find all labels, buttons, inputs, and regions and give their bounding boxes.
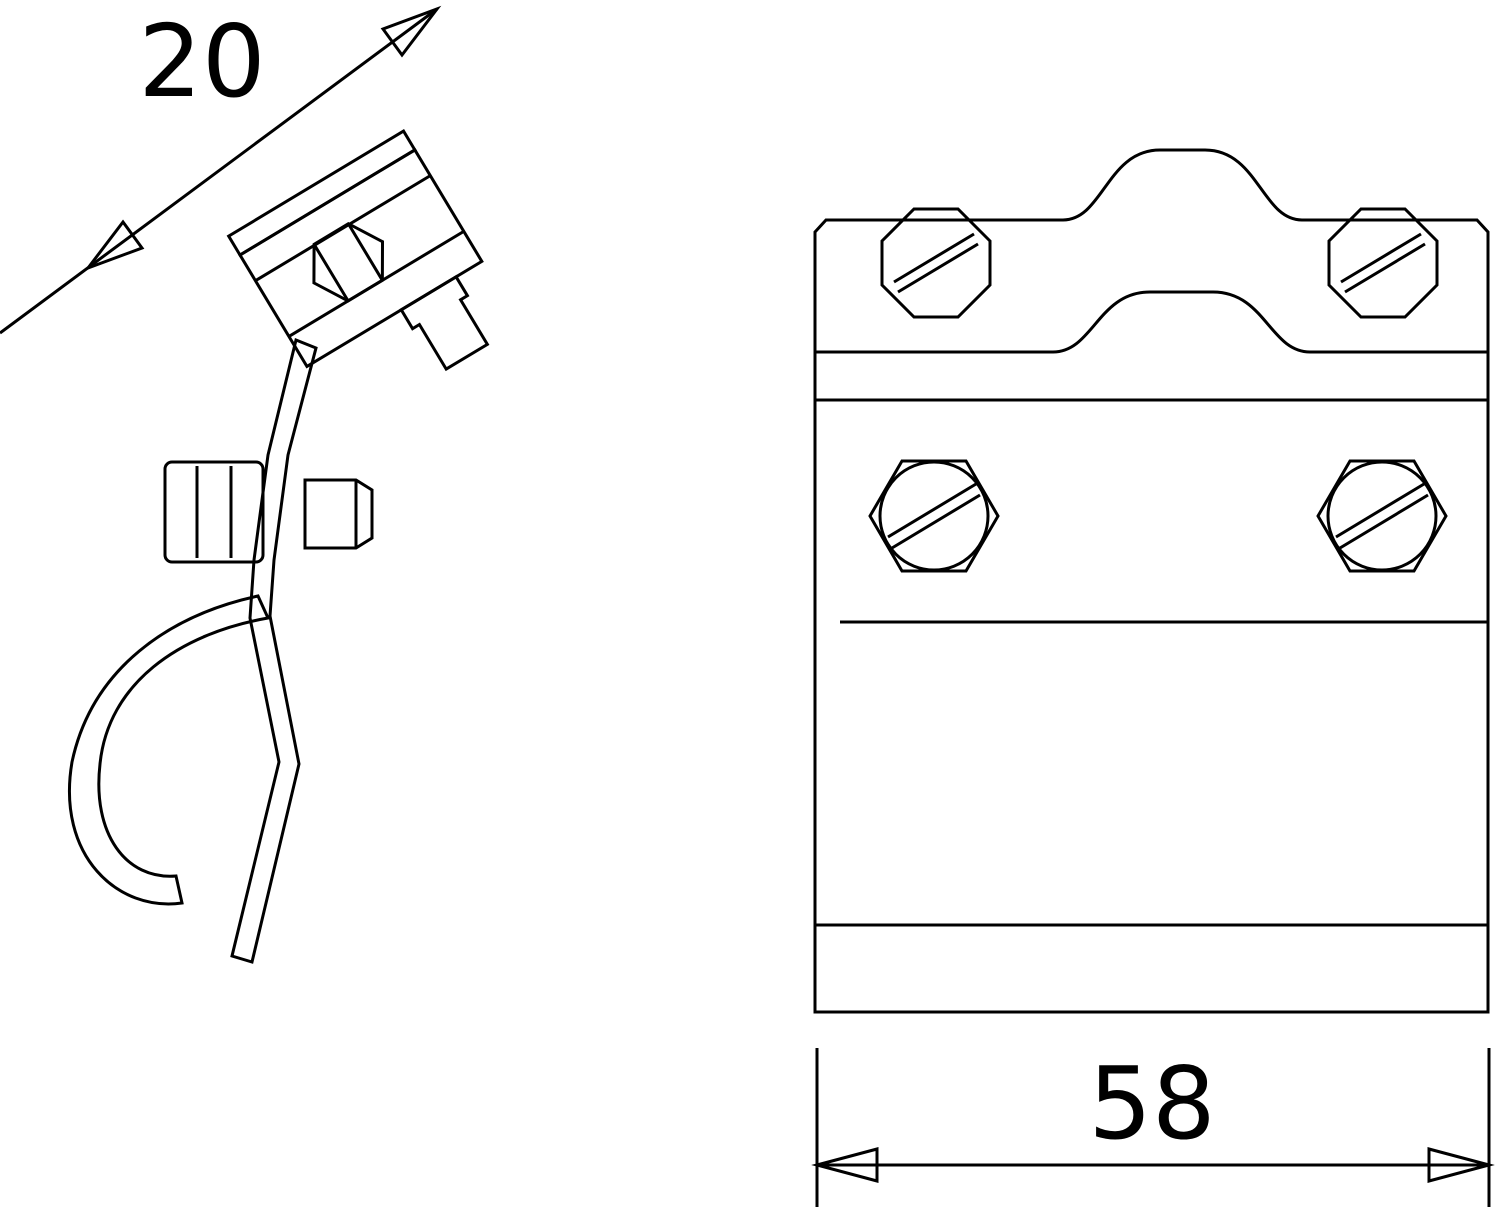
bent-strap [230, 337, 318, 964]
plate-nut-facet [312, 243, 350, 302]
saddle-bottom-contour [815, 290, 1488, 354]
side-view [0, 5, 490, 964]
screw-slot-line-2 [891, 493, 981, 550]
screw-head-octagon [880, 207, 992, 319]
spring-hook [68, 594, 271, 906]
plate-bolt [399, 274, 490, 372]
slotted-screw-mid-right-icon [1316, 459, 1448, 573]
threaded-stud [303, 478, 374, 550]
threaded-stud-body [303, 478, 374, 550]
screw-slot-line [1340, 232, 1422, 284]
dimension-20-line [0, 7, 438, 335]
clamp-plate-top-face [226, 129, 417, 258]
dimension-58-label: 58 [1088, 1045, 1215, 1162]
dimension-20 [0, 5, 442, 335]
dimension-58 [811, 1048, 1495, 1207]
screw-slot-line [887, 482, 977, 539]
screw-head-circle [1326, 460, 1438, 572]
slotted-screw-top-left-icon [880, 207, 992, 319]
clamp-plate-assembly [226, 129, 490, 372]
dimension-20-arrow-bottom-icon [83, 219, 145, 272]
slotted-screw-mid-left-icon [868, 459, 1000, 573]
screw-slot-line [1335, 482, 1425, 539]
dimension-58-arrow-right-icon [1427, 1147, 1495, 1183]
screw-slot-line-2 [1339, 493, 1429, 550]
screw-slot-line-2 [897, 242, 979, 294]
hex-nut [163, 460, 265, 564]
front-view [811, 148, 1495, 1207]
dimension-20-label: 20 [138, 3, 265, 120]
screw-head-circle [878, 460, 990, 572]
screw-head-hexagon [1316, 459, 1448, 573]
plate-nut-icon [312, 221, 385, 303]
screw-head-octagon [1327, 207, 1439, 319]
screw-head-hexagon [868, 459, 1000, 573]
clamp-body-outline [813, 148, 1490, 1014]
slotted-screw-top-right-icon [1327, 207, 1439, 319]
plate-nut-facet-2 [347, 222, 384, 282]
screw-slot-line [893, 232, 975, 284]
dimension-20-arrow-top-icon [380, 5, 442, 58]
hex-nut-body [163, 460, 265, 564]
dimension-58-arrow-left-icon [811, 1147, 879, 1183]
clamp-plate-front-face [237, 147, 484, 369]
screw-slot-line-2 [1344, 242, 1426, 294]
